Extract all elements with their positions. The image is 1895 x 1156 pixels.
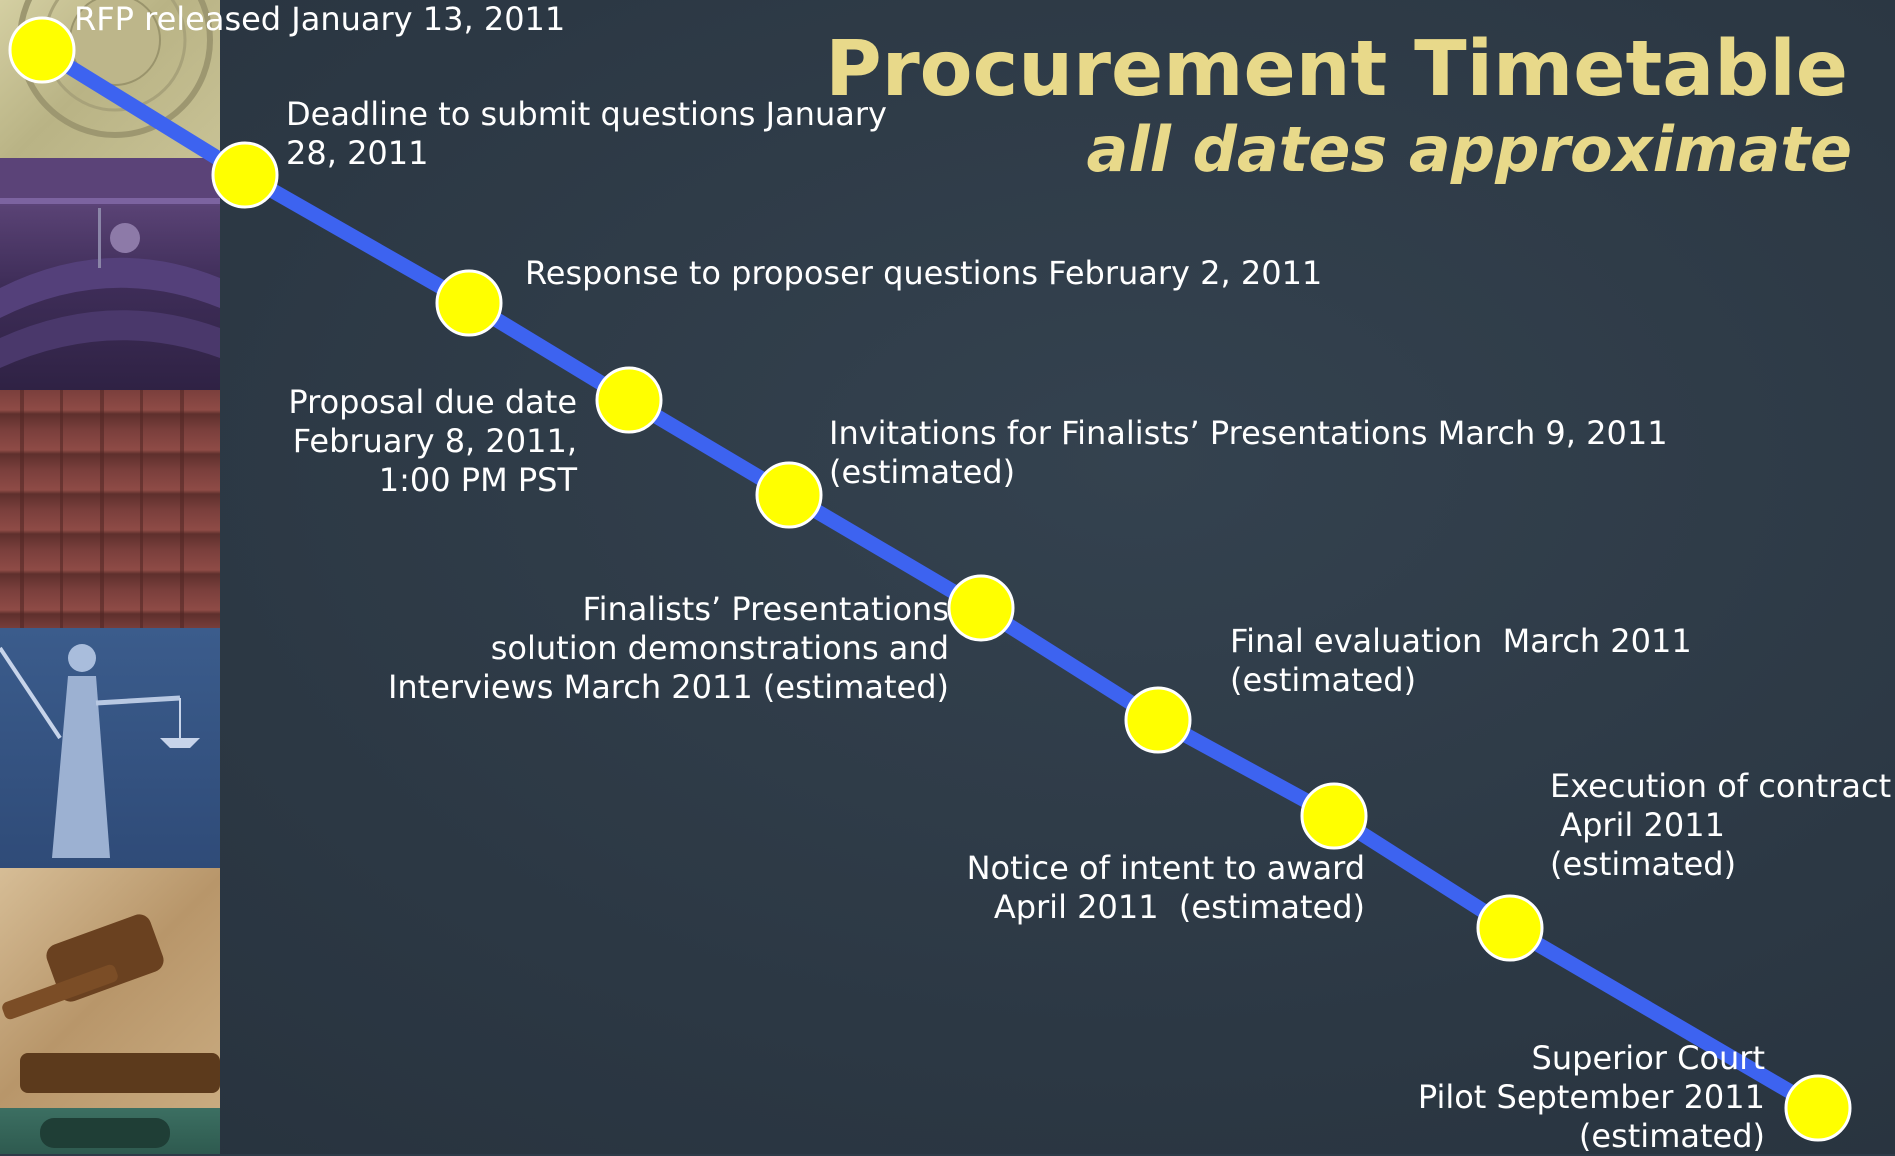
handshake-image — [0, 1108, 220, 1154]
gavel-image — [0, 868, 220, 1108]
milestone-dot-4 — [595, 366, 663, 434]
slide-subtitle: all dates approximate — [1086, 113, 1852, 186]
milestone-dot-10 — [1784, 1074, 1852, 1142]
event-label-rfp-released: RFP released January 13, 2011 — [74, 0, 566, 38]
event-label-notice-of-intent: Notice of intent to award April 2011 (es… — [966, 849, 1365, 926]
milestone-dot-9 — [1476, 894, 1544, 962]
milestone-dot-8 — [1300, 782, 1368, 850]
event-label-questions-deadline: Deadline to submit questions January 28,… — [286, 95, 887, 172]
courtroom-image — [0, 158, 220, 390]
event-label-proposal-due: Proposal due date February 8, 2011, 1:00… — [288, 383, 577, 499]
event-label-finalist-invitations: Invitations for Finalists’ Presentations… — [829, 414, 1668, 491]
lady-justice-image — [0, 628, 220, 868]
event-label-contract-execution: Execution of contract April 2011 (estima… — [1550, 767, 1892, 883]
milestone-dot-1 — [8, 16, 76, 84]
law-library-image — [0, 390, 220, 628]
milestone-dot-3 — [435, 269, 503, 337]
event-label-superior-court-pilot: Superior Court Pilot September 2011 (est… — [1417, 1039, 1765, 1155]
milestone-dot-7 — [1124, 686, 1192, 754]
timeline-line — [34, 42, 1826, 1116]
milestone-dot-6 — [947, 574, 1015, 642]
event-label-final-evaluation: Final evaluation March 2011 (estimated) — [1230, 622, 1692, 699]
event-label-finalist-presentations: Finalists’ Presentations solution demons… — [387, 590, 949, 706]
slide-title: Procurement Timetable — [825, 25, 1848, 114]
milestone-dot-5 — [755, 461, 823, 529]
milestone-dot-2 — [211, 141, 279, 209]
event-label-response-to-questions: Response to proposer questions February … — [525, 254, 1323, 292]
